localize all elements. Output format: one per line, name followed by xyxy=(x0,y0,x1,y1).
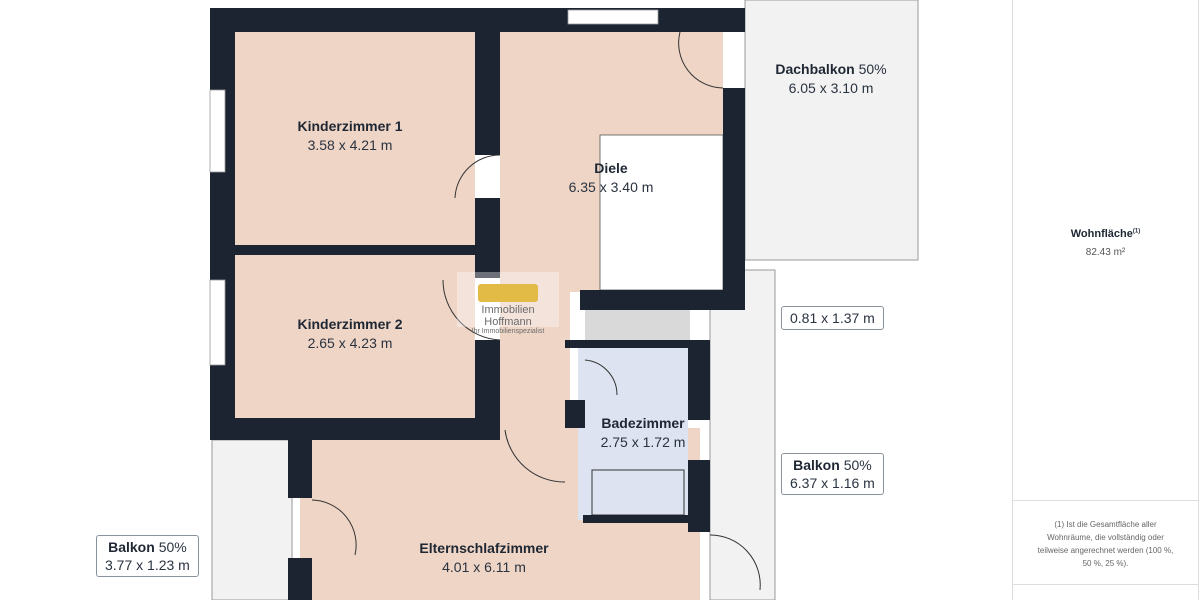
label-box-balkon-left: Balkon 50%3.77 x 1.23 m xyxy=(96,535,199,577)
corridor-area xyxy=(500,280,570,430)
company-logo: Immobilien Hoffmann Ihr Immobilienspezia… xyxy=(457,272,559,335)
balkon-left-area xyxy=(211,439,293,600)
badezimmer-area xyxy=(578,348,688,520)
room-label-dachbalkon: Dachbalkon 50%6.05 x 3.10 m xyxy=(775,61,887,96)
kinderzimmer-2-area xyxy=(235,255,475,418)
label-box-utility: 0.81 x 1.37 m xyxy=(781,306,884,330)
balkon-right-area xyxy=(709,269,776,600)
dachbalkon-area xyxy=(744,0,919,261)
logo-name: Immobilien Hoffmann xyxy=(481,304,535,328)
living-area-title: Wohnfläche xyxy=(1070,228,1133,240)
living-area-value: 82.43 m² xyxy=(1085,247,1126,258)
label-box-balkon-right: Balkon 50%6.37 x 1.16 m xyxy=(781,453,884,495)
logo-tagline: Ihr Immobilienspezialist xyxy=(471,328,545,335)
footnote: (1) Ist die Gesamtfläche aller Wohnräume… xyxy=(1037,520,1174,568)
summary-panel: Wohnfläche(1) 82.43 m² (1) Ist die Gesam… xyxy=(1012,0,1199,600)
kinderzimmer-1-area xyxy=(235,32,475,245)
house-logo-icon xyxy=(478,284,538,302)
